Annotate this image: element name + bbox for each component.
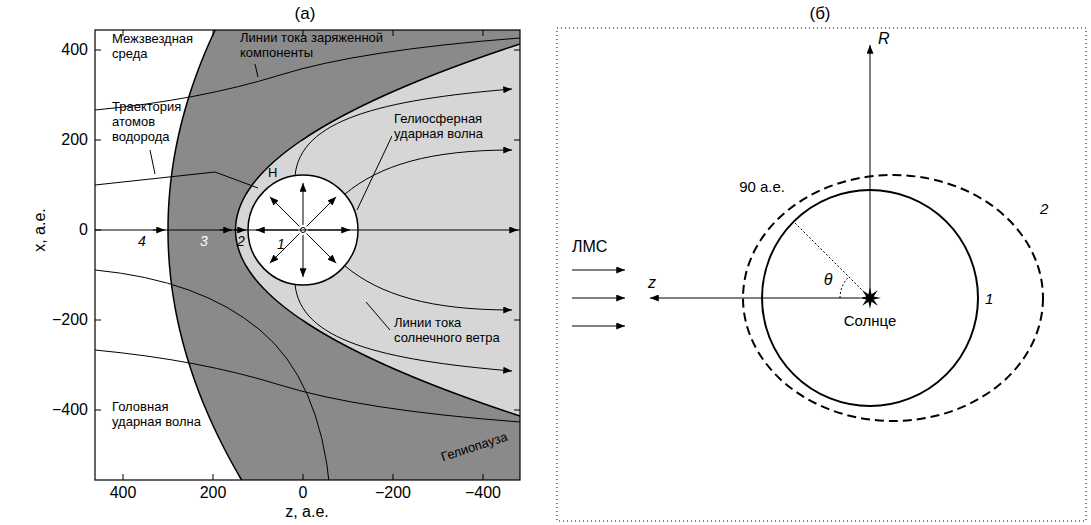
tick xyxy=(514,410,520,411)
streamline-label: Линии тока солнечного ветра xyxy=(392,316,511,346)
region-number: 1 xyxy=(277,236,285,252)
solar-wind-arrow xyxy=(303,183,304,225)
radius-line xyxy=(794,222,870,298)
charged-streamline xyxy=(95,270,330,480)
streamline-label: Линии тока заряженной компоненты xyxy=(240,31,405,61)
solar-wind-streamline xyxy=(345,150,512,194)
angle-arc xyxy=(840,277,849,298)
tick xyxy=(514,230,520,231)
tick xyxy=(393,30,394,36)
tick xyxy=(123,474,124,480)
plot-frame xyxy=(95,30,520,480)
lism-flow-arrow xyxy=(572,298,625,299)
tick xyxy=(213,30,214,36)
tick xyxy=(95,230,101,231)
axis-arrow xyxy=(234,230,246,231)
tick xyxy=(514,320,520,321)
tick-label: 0 xyxy=(299,484,308,502)
atom-label: H xyxy=(268,166,277,181)
tick xyxy=(95,140,101,141)
r-axis xyxy=(870,45,871,298)
tick xyxy=(303,474,304,480)
lism-flow-arrow xyxy=(572,326,625,327)
tick-label: 0 xyxy=(79,221,88,239)
tick-label: 200 xyxy=(200,484,227,502)
symmetry-axis xyxy=(95,230,518,231)
tick xyxy=(95,410,101,411)
lism-flow-arrow xyxy=(572,270,625,271)
angle-label: θ xyxy=(824,271,833,289)
solar-wind-arrow xyxy=(270,234,300,264)
shock-label: Головная ударная волна xyxy=(112,400,212,430)
tick xyxy=(95,320,101,321)
tick-label: −200 xyxy=(375,484,411,502)
z-axis xyxy=(650,298,860,299)
tick xyxy=(483,474,484,480)
panel-b xyxy=(557,28,1086,521)
tick xyxy=(514,140,520,141)
leader-line xyxy=(255,64,258,77)
region-number: 3 xyxy=(200,233,208,249)
tick xyxy=(514,50,520,51)
panel-a-plot xyxy=(95,0,1091,509)
trajectory-label: Траектория атомов водорода xyxy=(112,100,197,145)
panel-label: (а) xyxy=(295,4,316,24)
tick xyxy=(483,30,484,36)
solar-wind-arrow xyxy=(303,235,304,277)
tick-label: −400 xyxy=(52,401,88,419)
heliosheath-region xyxy=(236,30,521,480)
axis-title: R xyxy=(878,30,890,48)
sun-label: Солнце xyxy=(844,312,897,329)
curve-number: 1 xyxy=(985,290,993,307)
tick-label: 400 xyxy=(110,484,137,502)
tick xyxy=(213,474,214,480)
solar-wind-streamline xyxy=(345,266,512,310)
dotted-frame xyxy=(557,28,1086,521)
solar-wind-arrow xyxy=(270,197,300,227)
tick xyxy=(393,474,394,480)
leader-line xyxy=(150,150,155,174)
solar-wind-arrow xyxy=(307,197,337,227)
axis-arrow xyxy=(153,230,165,231)
dimension-label: 90 а.е. xyxy=(739,178,785,195)
region-label: Межзвездная среда xyxy=(112,32,207,62)
tick-label: 200 xyxy=(61,131,88,149)
curve-number: 2 xyxy=(1040,200,1048,217)
axis-title: x, а.е. xyxy=(31,208,49,252)
region-number: 2 xyxy=(237,233,245,249)
shock-label: Гелиосферная ударная волна xyxy=(392,112,511,142)
solar-wind-arrow xyxy=(307,234,337,264)
region-number: 4 xyxy=(138,233,146,249)
axis-arrow xyxy=(220,230,232,231)
tick-label: −200 xyxy=(52,311,88,329)
leader-line xyxy=(366,302,390,330)
bow-shock-region xyxy=(168,30,520,480)
leader-line xyxy=(357,136,392,210)
flow-label: ЛМС xyxy=(572,238,607,256)
hydrogen-trajectory xyxy=(95,172,258,188)
axis-title: z xyxy=(648,274,656,292)
panel-label: (б) xyxy=(809,4,830,24)
tick-label: 400 xyxy=(61,41,88,59)
sun-symbol xyxy=(859,287,881,309)
tick xyxy=(95,50,101,51)
axis-title: z, а.е. xyxy=(285,503,329,521)
tick-label: −400 xyxy=(465,484,501,502)
